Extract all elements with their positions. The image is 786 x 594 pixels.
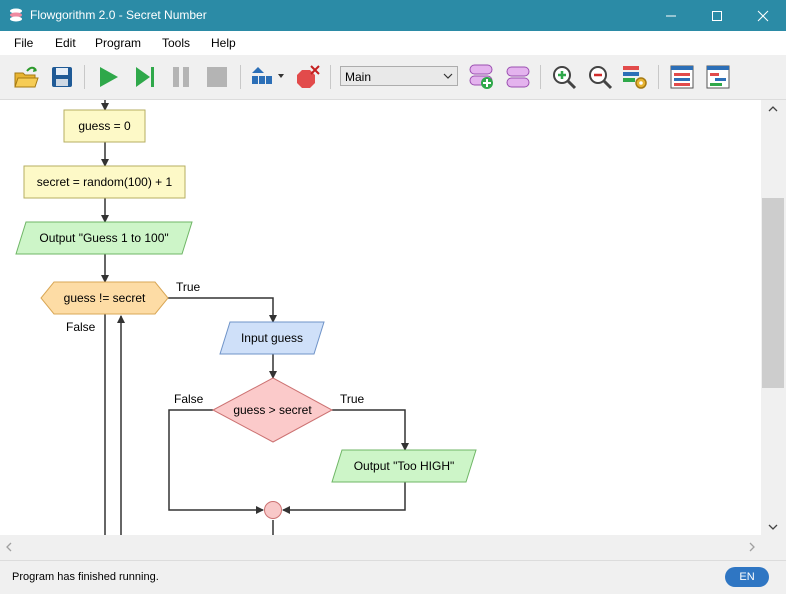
horizontal-scrollbar[interactable] (0, 535, 761, 559)
play-icon (100, 67, 118, 87)
toolbar-separator (540, 65, 541, 89)
step-forward-icon (136, 67, 154, 87)
close-button[interactable] (740, 0, 786, 31)
close-icon (757, 10, 769, 21)
open-folder-icon (14, 66, 39, 88)
zoom-in-button[interactable] (550, 63, 578, 91)
flowgorithm-app-icon (10, 8, 22, 22)
toolbar-separator (240, 65, 241, 89)
if-false-path (168, 409, 264, 514)
run-button[interactable] (94, 63, 122, 91)
minimize-icon (666, 15, 676, 16)
layout-settings-button[interactable] (621, 63, 649, 91)
stop-icon (207, 67, 227, 87)
menu-help[interactable]: Help (211, 36, 236, 50)
vertical-scroll-thumb[interactable] (762, 198, 784, 388)
open-button[interactable] (12, 63, 40, 91)
zoom-in-icon (553, 66, 577, 90)
if-true-label: True (340, 392, 365, 406)
console-window-icon (706, 65, 730, 89)
title-bar: Flowgorithm 2.0 - Secret Number (0, 0, 786, 31)
while-loop-block[interactable] (40, 281, 169, 315)
function-icon (506, 66, 530, 88)
run-speed-icon (252, 67, 284, 84)
toolbar-separator (330, 65, 331, 89)
scroll-up-icon[interactable] (768, 105, 778, 113)
settings-gear-icon (623, 66, 647, 89)
zoom-out-icon (589, 66, 613, 90)
output-high-text: Output "Too HIGH" (354, 459, 455, 473)
input-guess-text: Input guess (241, 331, 303, 345)
save-button[interactable] (48, 63, 76, 91)
assign-guess-text: guess = 0 (78, 119, 131, 133)
flowchart-diagram: guess = 0 secret = random(100) + 1 Outpu… (15, 100, 477, 535)
menu-tools[interactable]: Tools (162, 36, 191, 50)
status-message: Program has finished running. (12, 571, 159, 583)
breakpoint-button[interactable] (293, 63, 321, 91)
breakpoint-icon (297, 65, 320, 88)
add-function-icon (469, 64, 493, 89)
menu-file[interactable]: File (14, 36, 34, 50)
merge-connector (264, 501, 282, 519)
menu-edit[interactable]: Edit (55, 36, 76, 50)
chevron-down-icon (443, 73, 453, 79)
scroll-left-icon[interactable] (5, 542, 13, 552)
function-select[interactable]: Main (340, 66, 458, 86)
minimize-button[interactable] (648, 0, 694, 31)
pause-button[interactable] (167, 63, 195, 91)
loop-true-path (168, 297, 277, 323)
loop-condition-text: guess != secret (64, 291, 146, 305)
function-manager-button[interactable] (504, 63, 532, 91)
assign-secret-text: secret = random(100) + 1 (37, 175, 173, 189)
window-title: Flowgorithm 2.0 - Secret Number (30, 8, 207, 22)
flowchart-canvas[interactable]: guess = 0 secret = random(100) + 1 Outpu… (0, 100, 761, 535)
output-prompt-text: Output "Guess 1 to 100" (39, 231, 168, 245)
menu-program[interactable]: Program (95, 36, 142, 50)
zoom-out-button[interactable] (586, 63, 614, 91)
assign-secret-block[interactable] (23, 165, 186, 199)
menu-bar: File Edit Program Tools Help (0, 31, 786, 55)
maximize-icon (712, 10, 722, 21)
loop-false-label: False (66, 320, 96, 334)
add-function-button[interactable] (468, 63, 496, 91)
assign-guess-block[interactable] (63, 109, 146, 143)
if-block[interactable] (211, 377, 334, 443)
console-button[interactable] (704, 63, 732, 91)
status-bar: Program has finished running. EN (0, 560, 786, 594)
stop-button[interactable] (203, 63, 231, 91)
toolbar-separator (84, 65, 85, 89)
toolbar: Main (0, 55, 786, 100)
run-speed-button[interactable] (250, 63, 286, 91)
language-button[interactable]: EN (725, 567, 769, 587)
input-guess-block[interactable] (219, 321, 325, 355)
variable-window-icon (670, 65, 694, 89)
output-prompt-block[interactable] (15, 221, 193, 255)
if-true-path (332, 409, 409, 451)
variable-watch-button[interactable] (668, 63, 696, 91)
loop-true-label: True (176, 280, 201, 294)
if-condition-text: guess > secret (233, 403, 312, 417)
function-select-value: Main (345, 70, 372, 84)
save-disk-icon (52, 67, 72, 87)
pause-icon (173, 67, 189, 87)
toolbar-separator (658, 65, 659, 89)
if-false-label: False (174, 392, 204, 406)
scroll-down-icon[interactable] (768, 523, 778, 531)
maximize-button[interactable] (694, 0, 740, 31)
scroll-right-icon[interactable] (748, 542, 756, 552)
output-high-block[interactable] (331, 449, 477, 483)
vertical-scrollbar[interactable] (761, 100, 786, 535)
merge-arrow-right (282, 482, 406, 514)
scrollbar-corner (761, 535, 786, 559)
step-button[interactable] (131, 63, 159, 91)
